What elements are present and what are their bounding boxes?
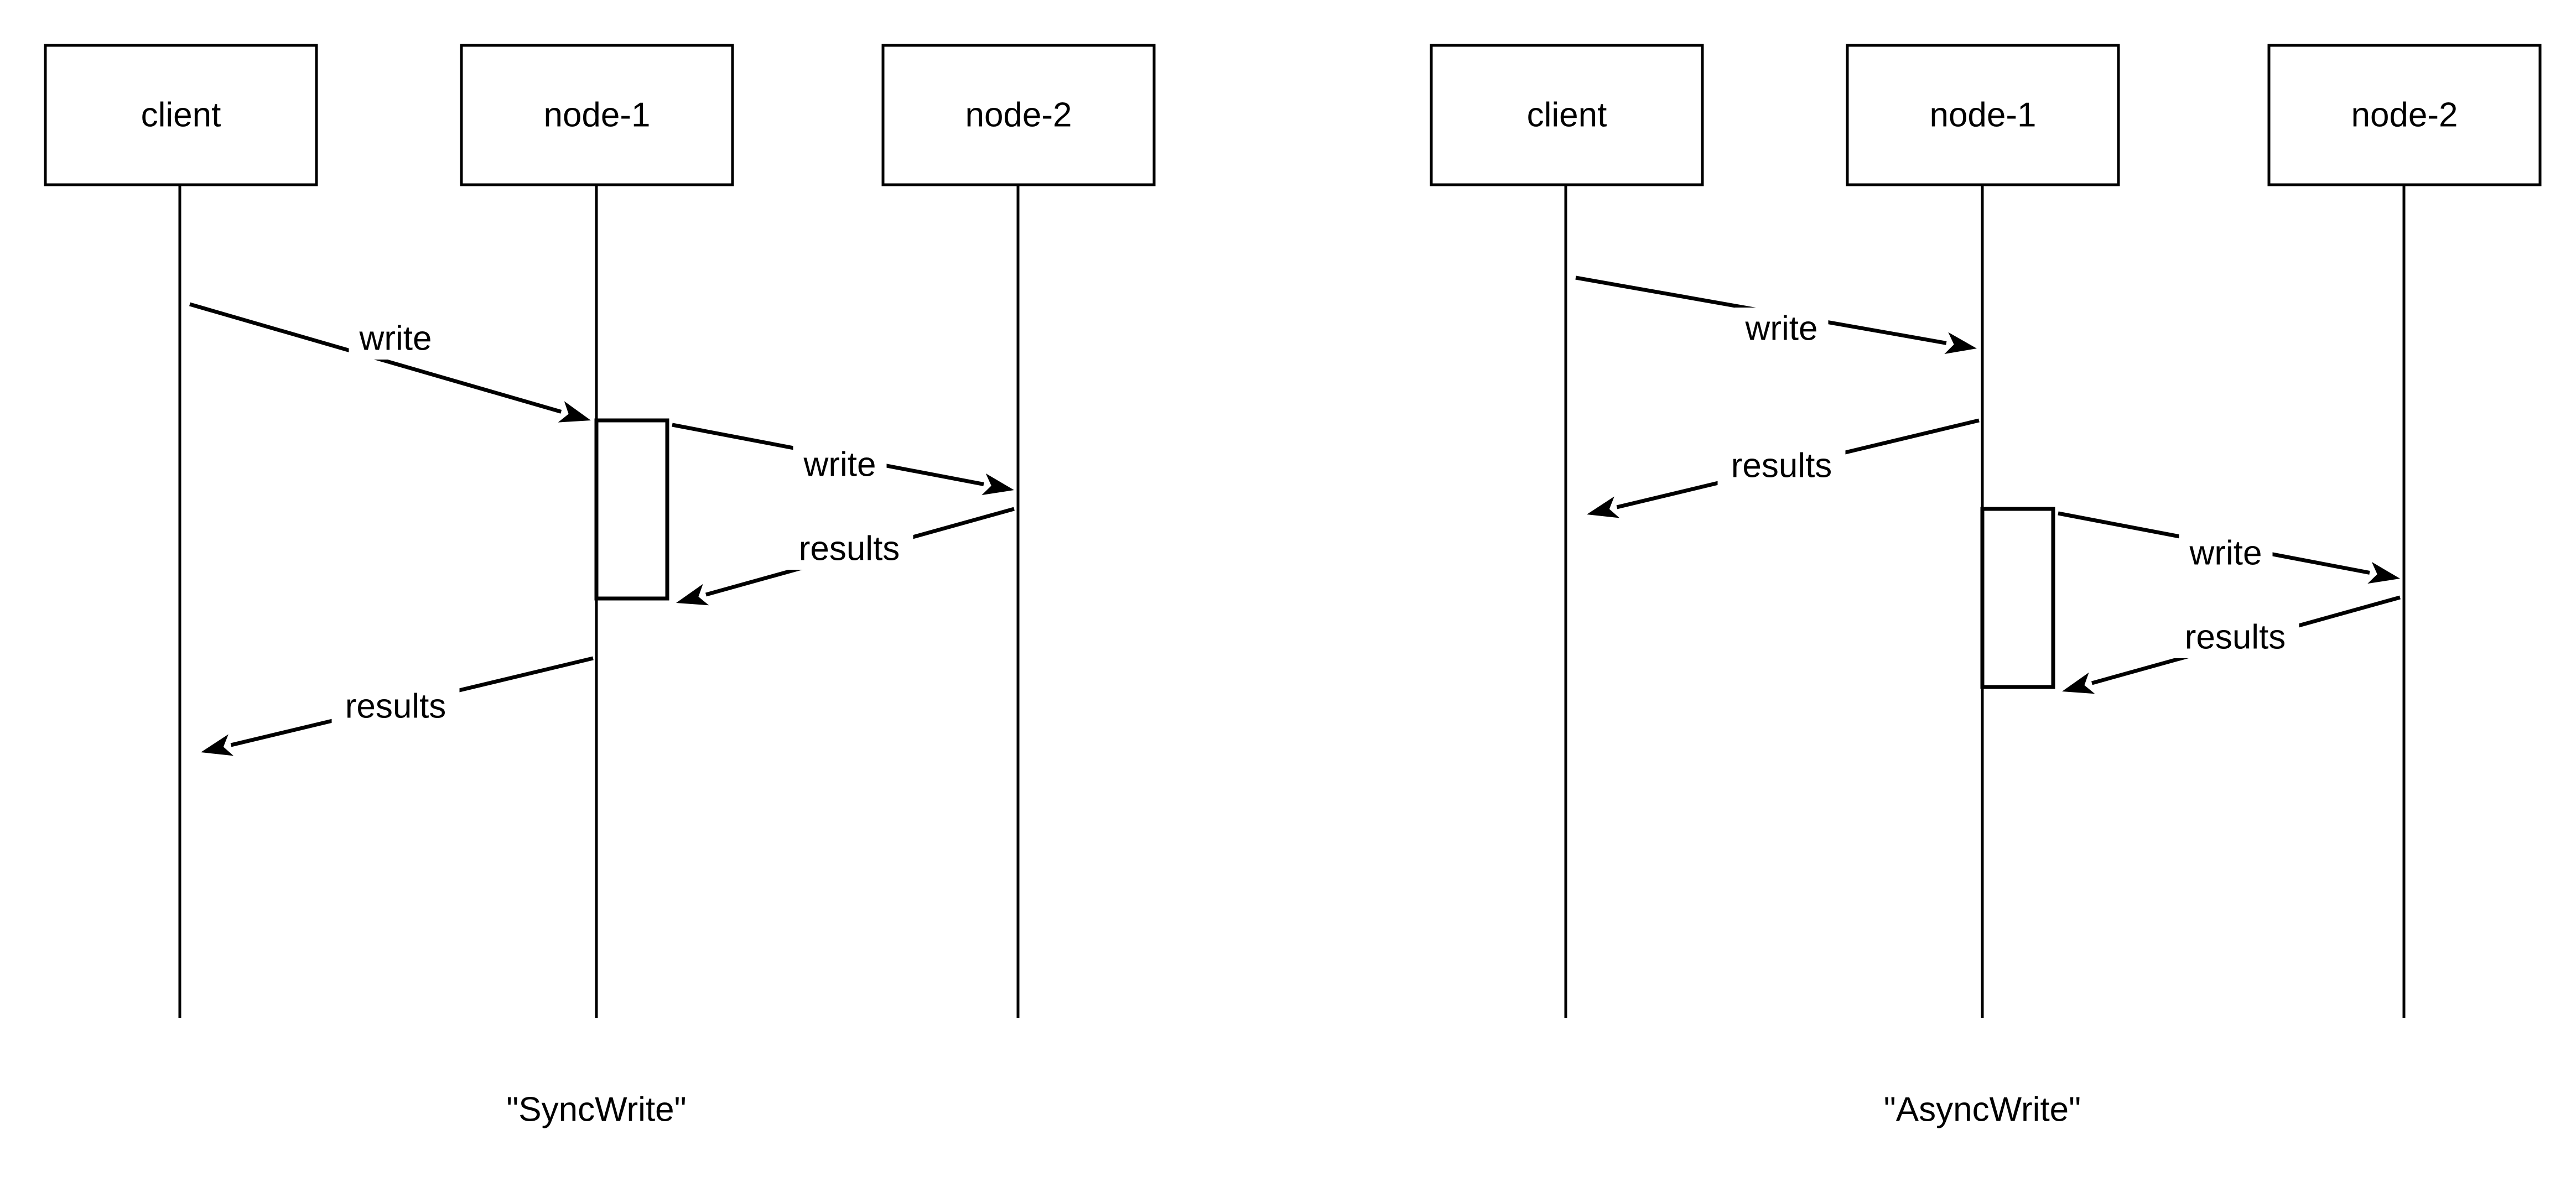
message-write-node-1-to-node-2[interactable]: write [672,423,1014,496]
message-arrowhead [981,473,1014,496]
message-results-node-1-to-client[interactable]: results [201,656,594,756]
message-results-node-2-to-node-1[interactable]: results [2062,595,2401,694]
message-label-backdrop [331,685,460,727]
message-arrowhead [2062,672,2095,694]
message-arrowhead [1944,332,1977,354]
message-label: results [799,529,900,568]
participant-box-node-2[interactable] [2267,44,2542,186]
message-label: write [359,319,432,357]
message-label: write [1745,309,1818,347]
diagram-sync-write: client node-1 node-2 write write results resul… [44,44,1156,1128]
message-label-backdrop [2171,616,2299,658]
message-label-backdrop [1717,445,1846,487]
participant-box-node-1[interactable] [1846,44,2120,186]
message-label-backdrop [785,528,913,570]
message-label: write [2189,534,2262,572]
participant-box-client[interactable] [44,44,318,186]
activation-bar-node-1 [1980,507,2055,689]
message-label: results [345,687,446,725]
participant-box-client[interactable] [1430,44,1704,186]
message-write-client-to-node-1[interactable]: write [189,302,591,423]
diagram-caption-sync-write: "SyncWrite" [506,1090,686,1128]
message-label-backdrop [349,318,443,360]
message-arrowhead [558,401,591,423]
diagram-async-write: client node-1 node-2 write results write resul… [1430,44,2542,1128]
message-label: write [803,445,876,483]
message-results-node-1-to-client[interactable]: results [1587,418,1980,518]
message-label-backdrop [1734,308,1829,350]
message-arrowhead [676,584,709,606]
message-label: results [2185,618,2286,656]
participant-box-node-1[interactable] [460,44,734,186]
message-label-backdrop [793,444,887,486]
participant-label-node-2: node-2 [2351,96,2458,134]
message-results-node-2-to-node-1[interactable]: results [676,507,1015,606]
message-arrowhead [201,734,234,756]
participant-label-client: client [1527,96,1607,134]
participant-label-node-2: node-2 [965,96,1072,134]
participant-label-client: client [141,96,221,134]
message-arrowhead [1587,496,1620,518]
participant-box-node-2[interactable] [881,44,1156,186]
message-write-node-1-to-node-2[interactable]: write [2058,511,2400,584]
message-label-backdrop [2179,532,2273,574]
diagram-group: client node-1 node-2 write write results resul… [44,44,2542,1128]
participant-label-node-1: node-1 [1929,96,2036,134]
diagram-caption-async-write: "AsyncWrite" [1884,1090,2081,1128]
message-write-client-to-node-1[interactable]: write [1575,275,1977,354]
message-arrowhead [2367,561,2400,584]
participant-label-node-1: node-1 [543,96,650,134]
message-label: results [1731,446,1832,485]
activation-bar-node-1 [594,418,669,601]
